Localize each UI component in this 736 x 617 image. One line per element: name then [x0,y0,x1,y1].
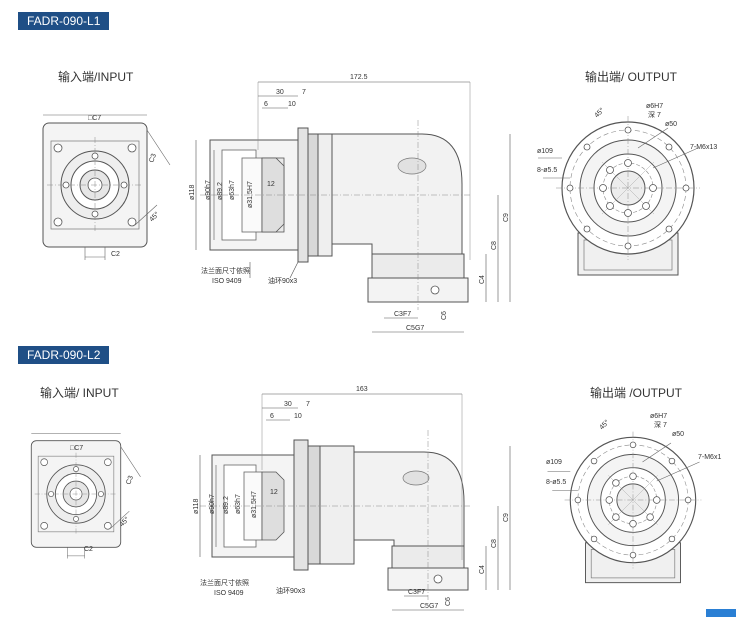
out-d109-l2: ø109 [546,459,562,466]
dim-c6-l2: C6 [445,597,452,606]
dim-len-l1: 172.5 [350,74,368,81]
dim-d315-l1: ø31.5H7 [247,181,254,208]
dim-10-l2: 10 [294,413,302,420]
dim-c2-l1: C2 [111,251,120,258]
iso-note-l2: ISO 9409 [214,590,244,597]
dim-30-l2: 30 [284,401,292,408]
dim-c8-l1: C8 [491,241,498,250]
out-depth-l1: 深 7 [648,110,661,119]
dim-6-l1: 6 [264,101,268,108]
dim-12-l2: 12 [270,489,278,496]
dim-c6-l1: C6 [441,311,448,320]
dim-c2-l2: C2 [84,546,93,553]
out-d50-l1: ø50 [665,121,677,128]
oil-ring-l1: 油环90x3 [268,276,297,285]
dim-c4-l2: C4 [479,565,486,574]
out-45-l2: 45° [598,418,611,431]
dim-c3f7-l1: C3F7 [394,311,411,318]
oil-ring-l2: 油环90x3 [276,586,305,595]
dim-c5g7-l2: C5G7 [420,603,438,610]
out-m6-l1: 7-M6x13 [690,144,717,151]
output-view-l2 [546,431,702,584]
dim-c9-l1: C9 [503,213,510,222]
out-d6-l2: ø6H7 [650,413,667,420]
dim-d63-l2: ø63h7 [235,494,242,514]
dim-10-l1: 10 [288,101,296,108]
dim-c3f7-l2: C3F7 [408,589,425,596]
dim-d63-l1: ø63h7 [229,180,236,200]
input-view-l1 [42,114,171,261]
dim-6-l2: 6 [270,413,274,420]
dim-d89-l2: ø89.2 [223,496,230,514]
dim-c5g7-l1: C5G7 [406,325,424,332]
corner-accent [706,609,736,617]
dim-c7-l2: □C7 [70,445,83,452]
iso-note-l1: ISO 9409 [212,278,242,285]
dim-7-l2: 7 [306,401,310,408]
out-45-l1: 45° [593,106,606,119]
dim-30-l1: 30 [276,89,284,96]
output-view-l1 [537,115,701,276]
out-8d55-l1: 8-ø5.5 [537,167,557,174]
flange-note-l1: 法兰面尺寸依照 [201,266,250,275]
out-d50-l2: ø50 [672,431,684,438]
dim-c9-l2: C9 [503,513,510,522]
dim-c7-l1: □C7 [88,115,101,122]
output-label-l1: 输出端/ OUTPUT [585,70,677,84]
dim-c3-l2: C3 [125,475,135,486]
out-d109-l1: ø109 [537,148,553,155]
input-view-l2 [30,433,141,559]
out-d6-l1: ø6H7 [646,103,663,110]
dim-d89-l1: ø89.2 [217,182,224,200]
model-tag-l1: FADR-090-L1 [18,12,110,30]
model-tag-l2: FADR-090-L2 [18,346,110,364]
dim-len-l2: 163 [356,386,368,393]
dim-c8-l2: C8 [491,539,498,548]
dim-d90-l2: ø90h7 [209,494,216,514]
dim-c3-l1: C3 [148,153,158,164]
out-m6-l2: 7-M6x1 [698,454,721,461]
dim-d90-l1: ø90h7 [205,180,212,200]
out-depth-l2: 深 7 [654,420,667,429]
dim-c4-l1: C4 [479,275,486,284]
side-view-l1 [195,81,511,333]
dim-d315-l2: ø31.5H7 [251,491,258,518]
dim-d118-l2: ø118 [193,498,200,514]
dim-d118-l1: ø118 [189,184,196,200]
output-label-l2: 输出端 /OUTPUT [590,386,682,400]
input-label-l1: 输入端/INPUT [58,70,134,84]
dim-45-l1: 45° [148,210,161,223]
flange-note-l2: 法兰面尺寸依照 [200,578,249,587]
dim-7-l1: 7 [302,89,306,96]
dim-12-l1: 12 [267,181,275,188]
out-8d55-l2: 8-ø5.5 [546,479,566,486]
side-view-l2 [199,393,511,611]
input-label-l2: 输入端/ INPUT [40,386,119,400]
